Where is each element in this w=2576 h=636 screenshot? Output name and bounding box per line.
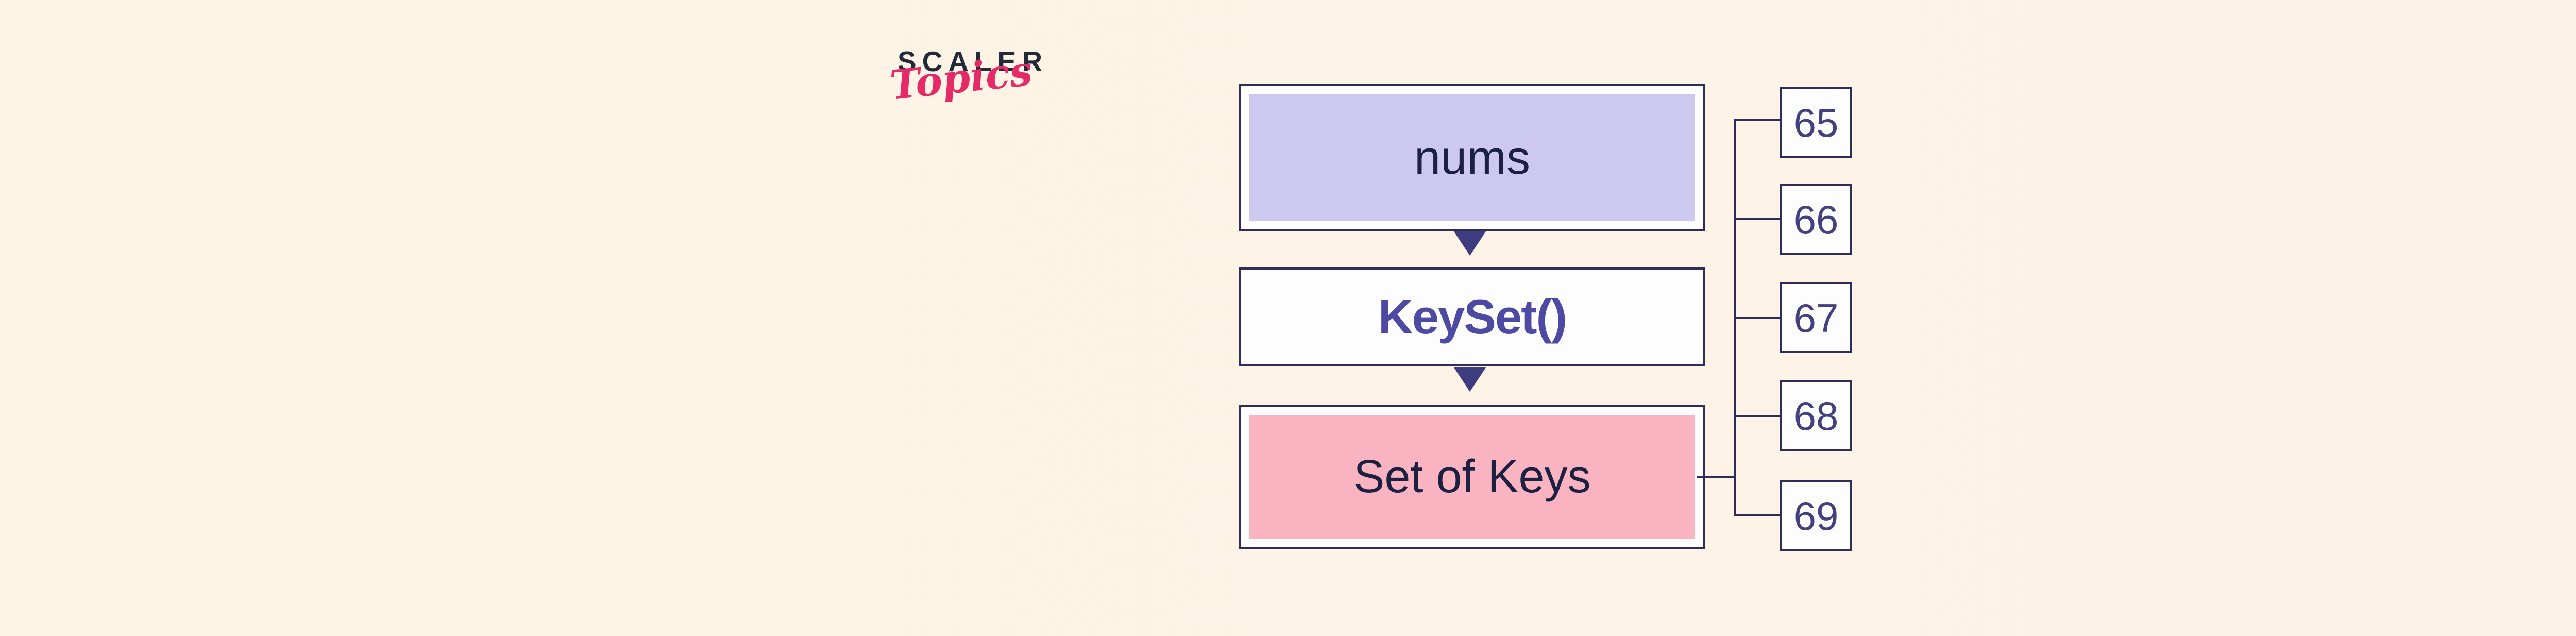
set-of-keys-label: Set of Keys <box>1353 451 1591 503</box>
set-of-keys-box-fill <box>1249 415 1695 539</box>
key-value-box: 65 <box>1780 87 1852 158</box>
connector-stub-line <box>1734 415 1782 417</box>
nums-label: nums <box>1414 131 1530 184</box>
connector-stub-line <box>1734 218 1782 220</box>
connector-stub-line <box>1734 514 1782 516</box>
keyset-box: KeySet() <box>1239 267 1705 366</box>
logo-scaler-text: SCALER <box>897 45 1048 77</box>
set-of-keys-box: Set of Keys <box>1239 405 1705 549</box>
connector-stub-line <box>1734 317 1782 319</box>
key-value-box: 69 <box>1780 480 1852 551</box>
connector-main-line <box>1697 476 1736 478</box>
key-value-box: 66 <box>1780 184 1852 255</box>
connector-stub-line <box>1734 119 1782 121</box>
down-arrow-icon <box>1454 367 1486 392</box>
nums-box-fill <box>1249 94 1695 221</box>
down-arrow-icon <box>1454 231 1486 256</box>
nums-box: nums <box>1239 84 1705 231</box>
keyset-label: KeySet() <box>1378 289 1567 344</box>
key-value-box: 68 <box>1780 380 1852 451</box>
key-value-box: 67 <box>1780 282 1852 353</box>
